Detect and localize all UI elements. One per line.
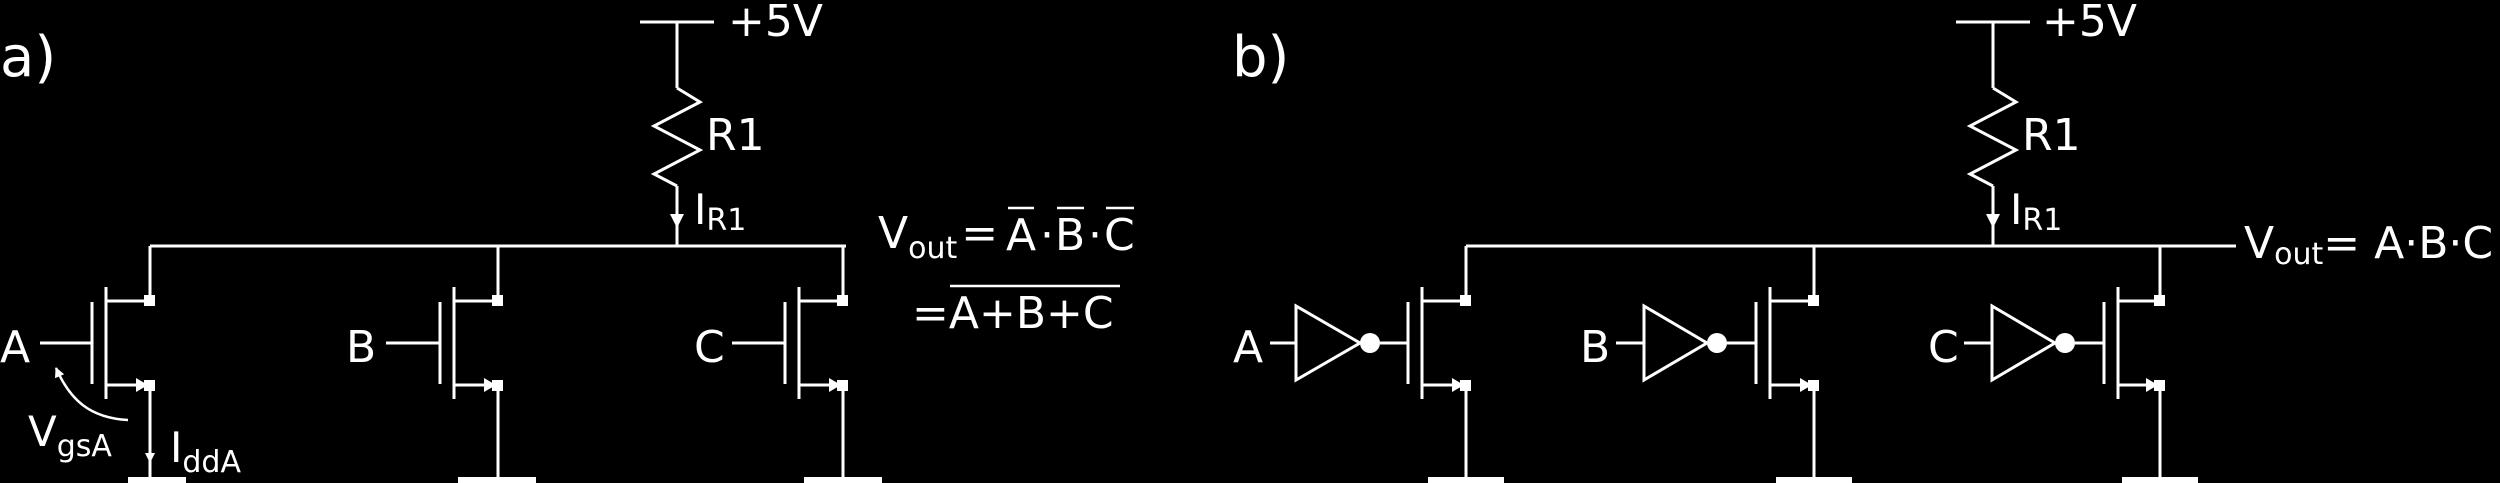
panel-b-resistor-symbol — [1966, 86, 2020, 188]
panel-a-vout-label: Vout= — [878, 208, 998, 266]
panel-a: a) +5V R1 IR1 Vout= A · B · C =A+B+C — [0, 0, 1135, 483]
panel-b-supply-label: +5V — [2042, 0, 2137, 47]
panel-b-inverter-b — [1642, 303, 1710, 383]
svg-text:·: · — [1088, 210, 1102, 261]
panel-a-resistor-label: R1 — [706, 110, 765, 161]
panel-a-vgs-label: VgsA — [28, 407, 112, 464]
panel-b-stage-c: C — [1928, 246, 2198, 483]
panel-a-input-b-label: B — [346, 322, 376, 373]
panel-a-transistor-b: B — [346, 246, 536, 483]
panel-b-supply: +5V R1 IR1 — [1956, 0, 2137, 246]
panel-a-transistor-a: A VgsA IddA — [0, 246, 241, 483]
svg-text:·: · — [1040, 210, 1054, 261]
panel-a-resistor-symbol — [650, 86, 704, 188]
panel-b-current-label: IR1 — [2010, 185, 2062, 238]
panel-b-label: b) — [1232, 25, 1289, 90]
panel-a-eq-a: A — [1006, 210, 1036, 261]
panel-a-supply-label: +5V — [728, 0, 823, 47]
panel-b-input-a-label: A — [1233, 322, 1263, 373]
panel-b-input-b-label: B — [1580, 322, 1610, 373]
panel-a-transistor-c: C — [694, 246, 882, 483]
panel-a-output-equation: Vout= A · B · C =A+B+C — [878, 206, 1135, 339]
panel-a-input-c-label: C — [694, 322, 725, 373]
panel-b-input-c-label: C — [1928, 322, 1959, 373]
panel-b-vout-label: Vout= A·B·C — [2244, 218, 2493, 272]
panel-a-eq-b: B — [1055, 210, 1085, 261]
panel-a-idd-label: IddA — [170, 423, 241, 480]
panel-b-stage-a: A — [1233, 246, 1504, 483]
panel-a-label: a) — [0, 25, 56, 90]
panel-a-eq-line2: =A+B+C — [912, 288, 1114, 339]
panel-a-supply: +5V R1 IR1 — [640, 0, 823, 246]
panel-b-resistor-label: R1 — [2022, 110, 2081, 161]
panel-a-input-a-label: A — [0, 322, 30, 373]
panel-b-inverter-a — [1294, 303, 1363, 383]
panel-b-stage-b: B — [1580, 246, 1852, 483]
panel-a-current-label: IR1 — [694, 185, 746, 238]
panel-a-eq-c: C — [1104, 210, 1135, 261]
panel-b: b) +5V R1 IR1 Vout= A·B·C A — [1232, 0, 2493, 483]
panel-b-inverter-c — [1990, 303, 2058, 383]
